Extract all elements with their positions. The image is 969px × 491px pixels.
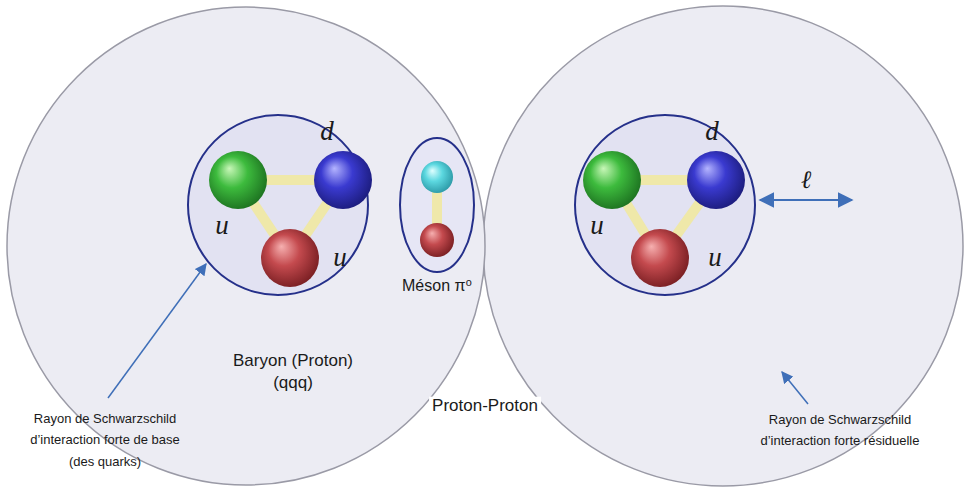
quark-ball: [314, 151, 372, 209]
quark-label: u: [708, 243, 722, 273]
node-text: Baryon (Proton): [233, 350, 353, 372]
outer-proton-circle: [483, 6, 963, 486]
node-text: (qqq): [233, 372, 353, 394]
length-arrow: [760, 199, 852, 201]
meson-quark: [420, 223, 454, 257]
quark-label: u: [215, 211, 229, 241]
callout-text: Rayon de Schwarzschild d’interaction for…: [28, 408, 183, 472]
quark-label: u: [333, 243, 347, 273]
length-label: ℓ: [801, 166, 811, 194]
quark-ball: [209, 151, 267, 209]
quark-ball: [583, 151, 641, 209]
leader-arrow: [782, 372, 808, 404]
quark-ball: [261, 229, 319, 287]
callout-text: Rayon de Schwarzschild d’interaction for…: [738, 409, 943, 452]
system-label: Proton-Proton: [429, 397, 541, 416]
quark-label: u: [590, 211, 604, 241]
leader-arrow: [108, 264, 206, 398]
node-text-group: Baryon (Proton)(qqq): [233, 350, 353, 394]
quark-label: d: [320, 117, 334, 147]
meson-ellipse-shape: [400, 138, 474, 272]
quark-label: d: [705, 117, 719, 147]
quark-ball: [687, 151, 745, 209]
meson-quark: [421, 161, 453, 193]
quark-circle: [575, 115, 755, 295]
quark-ball: [631, 229, 689, 287]
proton-circle-shape: [7, 7, 485, 485]
node-text: Méson π⁰: [402, 276, 472, 297]
node-text-group: Méson π⁰: [402, 276, 472, 297]
